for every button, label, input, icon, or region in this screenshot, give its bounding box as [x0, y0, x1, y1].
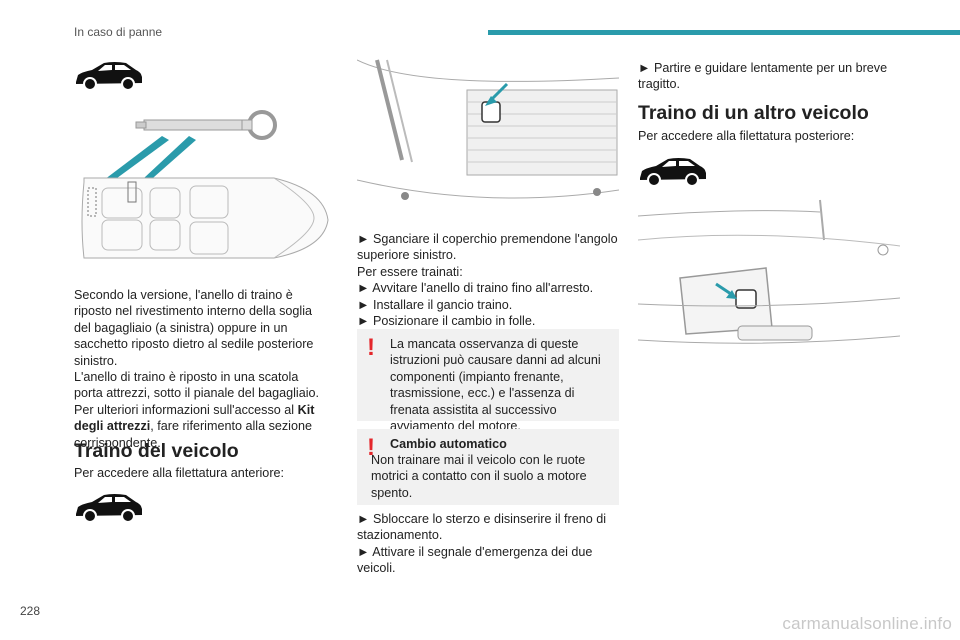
exclamation-icon: ! — [367, 434, 375, 461]
header-accent-bar — [488, 30, 960, 35]
to-be-towed-label: Per essere trainati: — [357, 264, 463, 279]
step-neutral-gear: ► Posizionare il cambio in folle. — [357, 314, 536, 329]
exclamation-icon: ! — [367, 334, 375, 361]
tool-kit-reference: Per ulteriori informazioni sull'accesso … — [74, 402, 315, 450]
step-hazard-lights: ► Attivare il segnale d'emergenza dei du… — [357, 544, 593, 576]
warning-automatic-title: Cambio automatico — [390, 437, 507, 451]
storage-paragraph-2: L'anello di traino è riposto in una scat… — [74, 370, 320, 401]
towing-eye-storage-illustration — [81, 110, 329, 259]
warning-automatic-text: Non trainare mai il veicolo con le ruote… — [371, 453, 587, 500]
front-thread-access-text: Per accedere alla filettatura anteriore: — [74, 466, 285, 480]
car-side-icon — [640, 158, 706, 187]
step-unhook-cover: ► Sganciare il coperchio premendone l'an… — [357, 232, 618, 263]
footer-watermark: carmanualsonline.info — [782, 614, 952, 633]
storage-paragraph-1: Secondo la versione, l'anello di traino … — [74, 288, 314, 368]
rear-bumper-cover-illustration — [638, 199, 900, 344]
warning-damage-text: La mancata osservanza di queste istruzio… — [390, 337, 601, 434]
rear-thread-access-text: Per accedere alla filettatura posteriore… — [638, 129, 855, 143]
tool-kit-link[interactable]: Kit degli attrezzi — [74, 402, 315, 434]
warning-box-automatic: ! Cambio automatico Non trainare mai il … — [357, 429, 619, 505]
car-side-icon — [76, 494, 142, 523]
running-header: In caso di panne — [74, 25, 163, 39]
step-unlock-steering: ► Sbloccare lo sterzo e disinserire il f… — [357, 512, 607, 543]
page-number: 228 — [20, 604, 41, 618]
front-bumper-cover-illustration — [357, 50, 619, 222]
step-drive-slowly: ► Partire e guidare lentamente per un br… — [638, 61, 888, 92]
step-install-hook: ► Installare il gancio traino. — [357, 297, 513, 312]
section-title-towing-other: Traino di un altro veicolo — [638, 102, 869, 124]
car-side-icon — [76, 62, 142, 91]
warning-box-damage: ! La mancata osservanza di queste istruz… — [357, 329, 619, 433]
section-title-towing-vehicle: Traino del veicolo — [74, 440, 239, 462]
step-screw-ring: ► Avvitare l'anello di traino fino all'a… — [357, 281, 594, 296]
